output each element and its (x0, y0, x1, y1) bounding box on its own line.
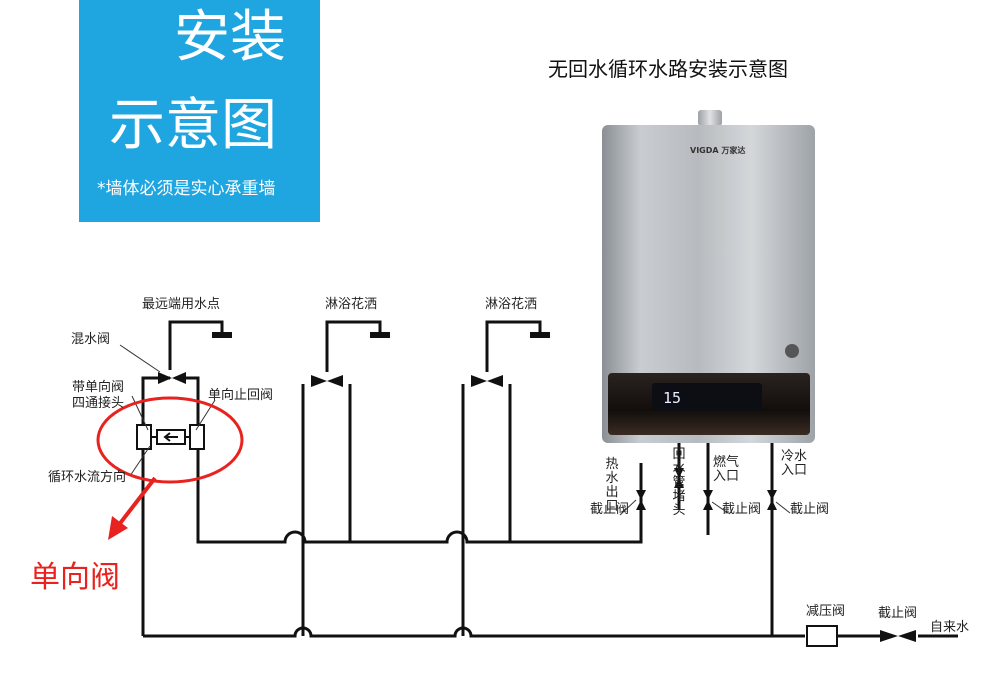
banner-note: *墙体必须是实心承重墙 (97, 179, 276, 199)
label-shower1: 淋浴花洒 (325, 297, 378, 312)
left-hot-riser (175, 376, 200, 430)
leader-shutoff2 (711, 501, 729, 514)
shower2-riser (485, 320, 542, 372)
label-check-valve: 单向止回阀 (208, 388, 274, 403)
label-circulation-direction: 循环水流方向 (48, 470, 127, 485)
label-cold-in: 冷水入口 (780, 449, 807, 478)
banner-line-2: 示意图 (109, 93, 277, 158)
four-way-assembly (136, 424, 205, 450)
heater-display (652, 383, 762, 411)
label-farthest-tap: 最远端用水点 (142, 297, 221, 312)
shutoff-valve-hot-icon (636, 490, 646, 500)
tap-heads (212, 332, 550, 338)
leader-lines (119, 344, 791, 516)
shutoff-valves (636, 468, 916, 642)
label-shutoff-2: 截止阀 (722, 502, 762, 517)
shower1-valve-icon (311, 375, 327, 387)
callout-arrow-head (108, 516, 128, 540)
label-four-way-1: 带单向阀 (72, 380, 125, 395)
farthest-tap-icon (212, 332, 232, 338)
left-cold-riser (141, 376, 170, 430)
four-way-left-icon (136, 424, 152, 450)
label-four-way-2: 四通接头 (72, 396, 125, 411)
leader-circulation (129, 445, 151, 477)
label-pressure-reducer: 减压阀 (806, 604, 846, 619)
label-gas-in: 燃气入口 (712, 455, 739, 484)
callout-circle (96, 396, 244, 484)
label-shutoff-4: 截止阀 (878, 606, 918, 621)
diagram-title: 无回水循环水路安装示意图 (548, 57, 788, 81)
label-shutoff-3: 截止阀 (790, 502, 830, 517)
heater-badge-icon (785, 344, 799, 358)
hot-main-pipe (196, 442, 643, 544)
label-tap-water: 自来水 (930, 620, 970, 635)
callout-arrow (116, 476, 157, 528)
callout-label: 单向阀 (30, 560, 120, 595)
label-return-plug: 回水管堵头 (672, 447, 686, 518)
mixing-valves (158, 372, 503, 387)
return-plug-valve-icon (674, 468, 684, 478)
shutoff-valve-gas-icon (703, 490, 713, 500)
heater-brand-logo: VIGDA 万家达 (690, 146, 746, 155)
heater-temperature-readout: 15 (663, 389, 682, 407)
shower1-riser (325, 320, 382, 372)
leader-shutoff3 (775, 501, 791, 514)
banner-line-1: 安装 (174, 5, 286, 70)
leader-mixing-valve (119, 344, 161, 373)
shutoff-valve-inlet-icon (880, 630, 898, 642)
label-mixing-valve: 混水阀 (71, 332, 111, 347)
heater-flue (698, 110, 722, 126)
pipes (141, 320, 958, 638)
label-shower2: 淋浴花洒 (485, 297, 538, 312)
label-shutoff-1: 截止阀 (590, 502, 630, 517)
leader-shutoff1 (619, 499, 637, 516)
title-banner: 安装 示意图 *墙体必须是实心承重墙 (79, 0, 320, 222)
cold-main-pipe (143, 626, 805, 638)
farthest-tap-pipe (168, 320, 224, 370)
mixing-valve-icon (158, 372, 172, 384)
shower2-valve-icon (471, 375, 487, 387)
pressure-reducer-icon (806, 625, 838, 647)
leader-four-way (131, 395, 149, 431)
shower2-head-icon (530, 332, 550, 338)
shower1-head-icon (370, 332, 390, 338)
label-hot-out: 热水出口 (605, 457, 619, 514)
shutoff-valve-cold-icon (767, 490, 777, 500)
